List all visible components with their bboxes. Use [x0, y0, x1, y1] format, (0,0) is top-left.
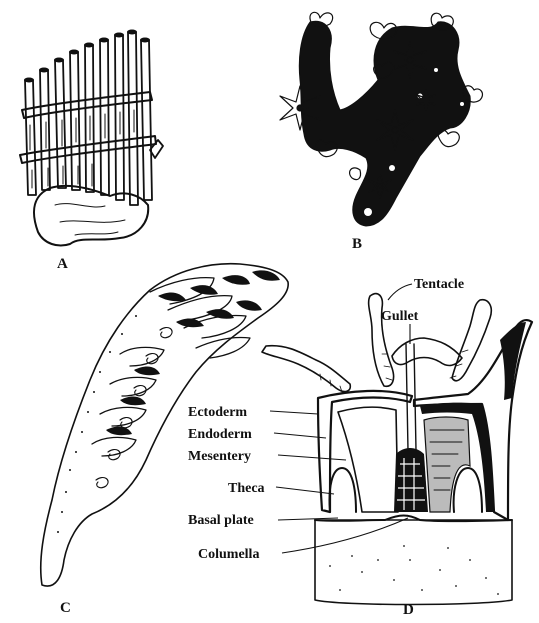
label-ectoderm: Ectoderm: [188, 405, 247, 420]
panel-b-polyp-colony: B: [280, 12, 482, 252]
tentacles: [262, 294, 491, 392]
label-endoderm: Endoderm: [188, 427, 252, 442]
label-columella: Columella: [198, 547, 259, 562]
panel-d-letter: D: [403, 602, 414, 618]
label-theca: Theca: [228, 481, 265, 496]
panel-c-letter: C: [60, 600, 71, 616]
label-gullet: Gullet: [381, 309, 419, 324]
label-mesentery: Mesentery: [188, 449, 251, 464]
panel-a-letter: A: [57, 256, 68, 272]
panel-d-polyp-section: Tentacle Gullet Ectoderm Endoderm Mesent…: [188, 277, 532, 618]
panel-b-letter: B: [352, 236, 362, 252]
panel-a-coral-skeleton: A: [20, 30, 163, 273]
label-basal-plate: Basal plate: [188, 513, 254, 528]
label-tentacle: Tentacle: [414, 277, 464, 292]
